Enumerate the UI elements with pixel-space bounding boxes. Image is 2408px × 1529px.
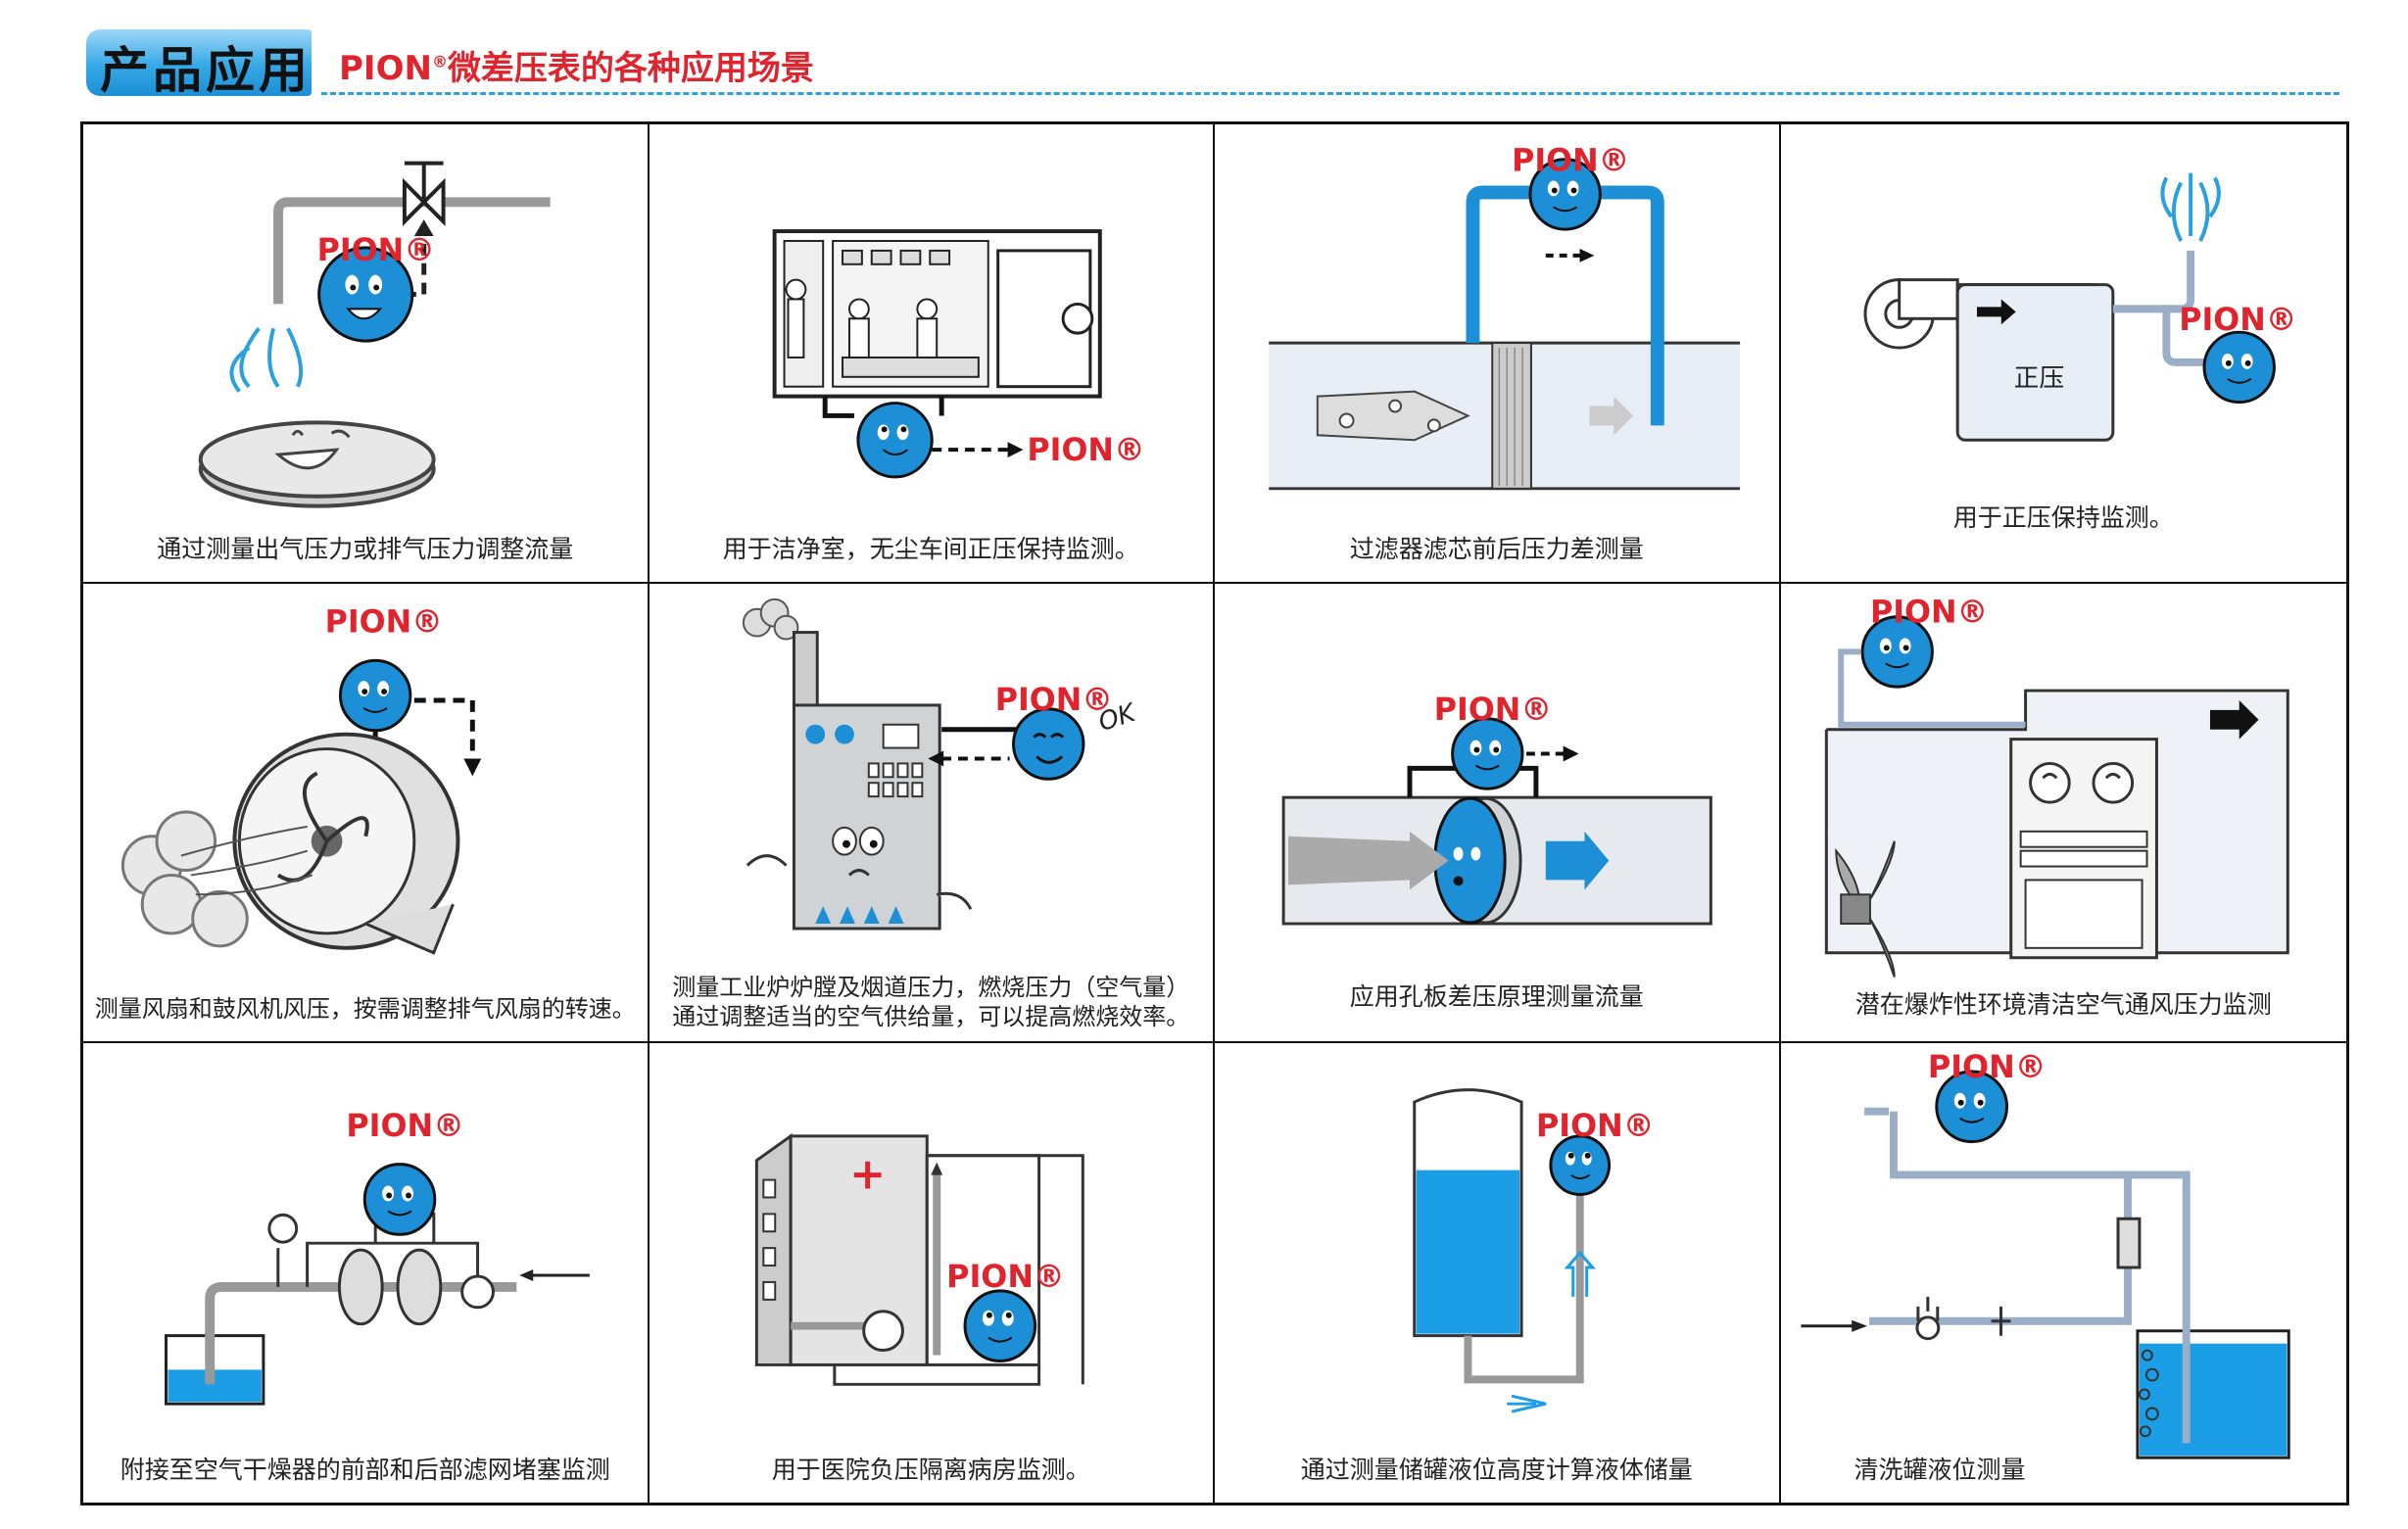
pion-brand-label: PION®	[317, 233, 435, 268]
orifice-illustration: PION®	[1281, 693, 1712, 926]
cell-caption: 用于正压保持监测。	[1952, 502, 2174, 532]
cell-caption: 测量风扇和鼓风机风压，按需调整排气风扇的转速。	[94, 995, 636, 1023]
pion-brand-label: PION®	[2179, 303, 2296, 338]
ventilation-illustration: PION®	[1824, 596, 2289, 978]
cell-caption-line1: 测量工业炉炉膛及烟道压力，燃烧压力（空气量）	[672, 974, 1190, 1001]
subtitle-brand: PION	[339, 49, 432, 88]
filter-illustration: PION®	[1269, 144, 1741, 491]
application-grid: PION® 通过测量出气压力或排气压力调整流量	[80, 121, 2349, 1505]
hospital-illustration: PION®	[754, 1132, 1084, 1386]
cell-caption: 用于洁净室，无尘车间正压保持监测。	[722, 534, 1139, 563]
subtitle-text: 微差压表的各种应用场景	[447, 49, 814, 88]
exhaust-pipe-illustration: PION®	[198, 161, 551, 508]
pion-brand-label: PION®	[1536, 1108, 1655, 1144]
application-cell-air-dryer: PION® 附接至空气干燥器的前部和后部滤网堵塞监测	[83, 1043, 650, 1503]
application-cell-filter: PION® 过滤器滤芯前后压力差测量	[1215, 124, 1781, 584]
cleaning-tank-illustration: PION®	[1800, 1048, 2290, 1459]
pion-brand-label: PION®	[1027, 433, 1144, 468]
cell-caption: 通过测量储罐液位高度计算液体储量	[1300, 1455, 1693, 1484]
application-cell-storage-tank: PION® 通过测量储罐液位高度计算液体储量	[1215, 1043, 1781, 1503]
application-cell-hospital: PION® 用于医院负压隔离病房监测。	[650, 1043, 1215, 1503]
cell-caption: 通过测量出气压力或排气压力调整流量	[157, 534, 574, 563]
cell-caption-line2: 通过调整适当的空气供给量，可以提高燃烧效率。	[672, 1003, 1190, 1030]
pion-brand-label: PION®	[1869, 596, 1987, 631]
application-cell-positive-pressure: 正压 PION® 用于正压保持监测。	[1780, 124, 2346, 584]
pion-brand-label: PION®	[946, 1259, 1065, 1295]
application-cell-fan: PION® 测量风扇和鼓风机风压，按需调整排气风扇的转速。	[83, 584, 650, 1043]
pion-brand-label: PION®	[325, 605, 443, 641]
cleanroom-illustration: PION®	[772, 229, 1144, 479]
cell-caption: 清洗罐液位测量	[1854, 1455, 2026, 1484]
application-cell-furnace: PION® OK 测量工业炉炉膛及烟道压力，燃烧压力（空气量） 通过调整适当的空…	[649, 584, 1215, 1043]
pion-brand-label: PION®	[1434, 693, 1552, 728]
application-cell-cleanroom: PION® 用于洁净室，无尘车间正压保持监测。	[649, 124, 1215, 584]
pion-brand-label: PION®	[1512, 144, 1629, 179]
application-cell-exhaust-flow: PION® 通过测量出气压力或排气压力调整流量	[83, 124, 650, 584]
cell-caption: 附接至空气干燥器的前部和后部滤网堵塞监测	[120, 1455, 610, 1484]
pion-brand-label: PION®	[994, 683, 1112, 718]
application-cell-ventilation: PION® 潜在爆炸性环境清洁空气通风压力监测	[1780, 584, 2346, 1043]
fan-illustration: PION®	[120, 605, 482, 955]
cell-caption: 用于医院负压隔离病房监测。	[771, 1455, 1090, 1484]
subtitle-registered-mark: ®	[431, 52, 448, 72]
application-cell-orifice: PION® 应用孔板差压原理测量流量	[1215, 584, 1781, 1043]
header-divider	[321, 92, 2339, 95]
pion-brand-label: PION®	[346, 1108, 464, 1144]
cell-caption-block: 测量工业炉炉膛及烟道压力，燃烧压力（空气量） 通过调整适当的空气供给量，可以提高…	[659, 973, 1204, 1031]
title-badge: 产品应用	[86, 29, 312, 99]
page-header: 产品应用 PION®微差压表的各种应用场景	[86, 29, 2339, 108]
furnace-illustration: PION® OK	[742, 597, 1140, 931]
page-title: 产品应用	[100, 42, 312, 99]
cell-caption: 应用孔板差压原理测量流量	[1349, 981, 1644, 1011]
positive-pressure-label: 正压	[2013, 364, 2064, 394]
cell-caption: 潜在爆炸性环境清洁空气通风压力监测	[1854, 989, 2272, 1019]
cell-caption: 过滤器滤芯前后压力差测量	[1349, 534, 1644, 563]
storage-tank-illustration: PION®	[1413, 1088, 1655, 1413]
page-subtitle: PION®微差压表的各种应用场景	[339, 41, 814, 89]
air-dryer-illustration: PION®	[164, 1108, 590, 1406]
application-cell-cleaning-tank: PION® 清洗罐液位测量	[1781, 1043, 2347, 1503]
positive-pressure-illustration: 正压 PION®	[1862, 172, 2296, 442]
pion-brand-label: PION®	[1927, 1048, 2046, 1085]
